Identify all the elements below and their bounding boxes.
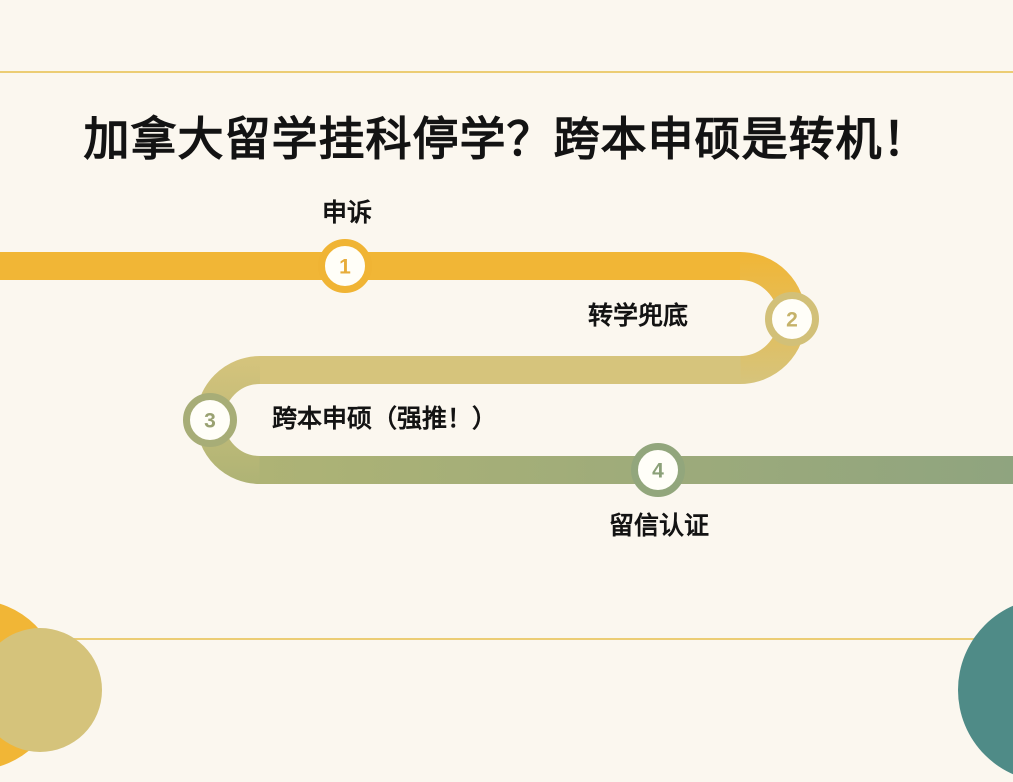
- roadmap-snake-path: 1 2 3 4: [0, 239, 1013, 497]
- step-node-2: [765, 292, 819, 346]
- step-node-1: [318, 239, 372, 293]
- step-number-4: 4: [652, 460, 664, 483]
- step-label-liuxin-certification: 留信认证: [609, 512, 710, 540]
- step-label-cross-degree-masters: 跨本申硕（强推！）: [272, 405, 498, 433]
- step-label-appeal: 申诉: [322, 199, 373, 227]
- step-number-3: 3: [204, 410, 216, 433]
- step-node-4: [631, 443, 685, 497]
- top-divider-line: [0, 71, 1013, 73]
- page-title: 加拿大留学挂科停学？跨本申硕是转机！: [83, 113, 930, 165]
- step-number-1: 1: [339, 256, 351, 279]
- step-number-2: 2: [786, 309, 798, 332]
- step-node-3: [183, 393, 237, 447]
- bottom-divider-line: [0, 638, 1013, 640]
- step-label-transfer-backup: 转学兜底: [588, 302, 689, 330]
